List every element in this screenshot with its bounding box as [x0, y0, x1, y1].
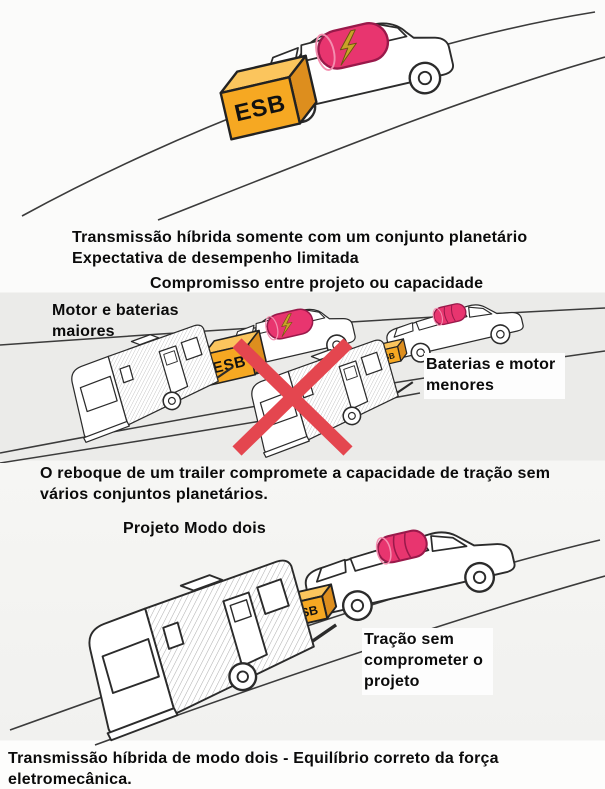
- label-line: maiores: [52, 323, 115, 340]
- label-smaller-batteries-motor: Baterias e motor menores: [424, 353, 566, 399]
- caption-line: vários conjuntos planetários.: [40, 486, 269, 503]
- label-line: Tração sem: [364, 631, 455, 648]
- caption-towing-compromise: O reboque de um trailer compromete a cap…: [40, 463, 550, 505]
- scene-two-mode-illustration: [9, 508, 605, 746]
- caption-line: O reboque de um trailer compromete a cap…: [40, 465, 551, 482]
- caption-line: eletromecânica.: [8, 771, 132, 788]
- label-line: Motor e baterias: [52, 302, 179, 319]
- label-line: comprometer o: [364, 652, 484, 669]
- label-line: menores: [426, 377, 495, 394]
- red-x-icon: [232, 338, 353, 456]
- label-bigger-motor-batteries: Motor e baterias maiores: [52, 300, 179, 342]
- heading-two-mode-design: Projeto Modo dois: [123, 520, 266, 537]
- caption-two-mode-balance: Transmissão híbrida de modo dois - Equil…: [8, 748, 499, 789]
- scene-compromise-illustration: [0, 293, 605, 463]
- label-traction-without-compromise: Tração sem comprometer o projeto: [362, 628, 494, 695]
- label-line: Baterias e motor: [426, 356, 556, 373]
- caption-line: Expectativa de desempenho limitada: [72, 250, 359, 267]
- heading-compromise: Compromisso entre projeto ou capacidade: [150, 275, 484, 292]
- scene-single-planetary-illustration: [21, 5, 605, 221]
- label-line: projeto: [364, 673, 420, 690]
- caption-single-planetary: Transmissão híbrida somente com um conju…: [72, 227, 527, 269]
- car-sedan-esb: [211, 5, 460, 141]
- caption-line: Transmissão híbrida de modo dois - Equil…: [8, 750, 499, 767]
- caption-line: Transmissão híbrida somente com um conju…: [72, 229, 528, 246]
